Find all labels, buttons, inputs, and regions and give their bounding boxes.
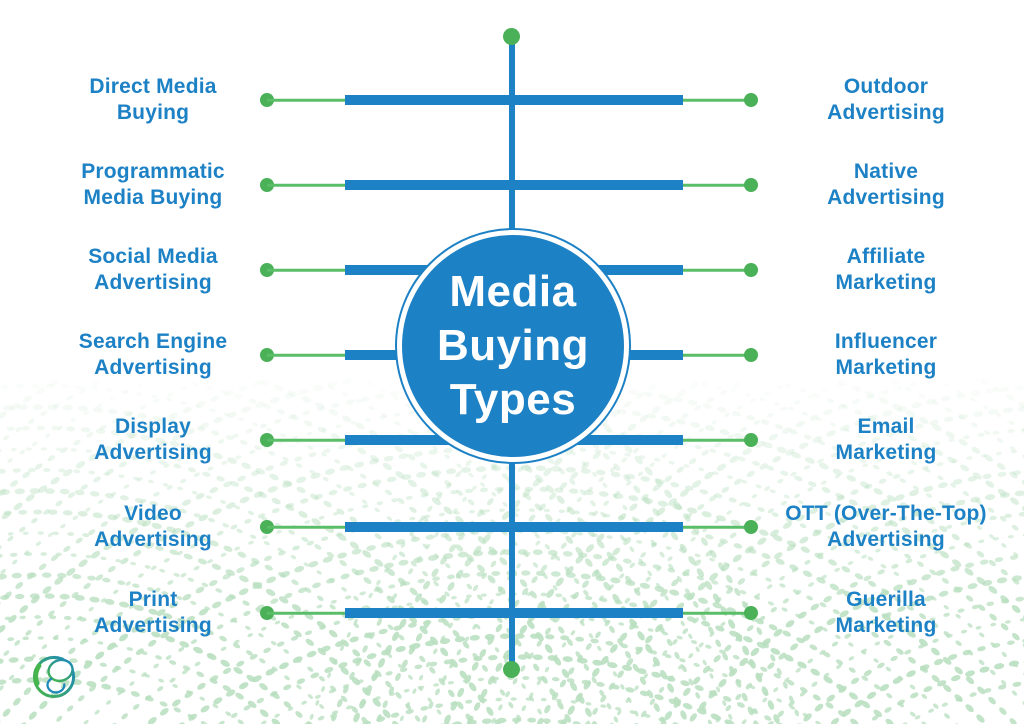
connector-line-left	[267, 353, 345, 357]
connector-line-right	[683, 98, 751, 102]
left-label: Print Advertising	[94, 588, 212, 637]
central-circle: Media Buying Types	[402, 235, 624, 457]
connector-dot-right	[744, 93, 758, 107]
left-label: Direct Media Buying	[89, 75, 217, 124]
left-label: Display Advertising	[94, 415, 212, 464]
connector-dot-right	[744, 606, 758, 620]
connector-line-left	[267, 438, 345, 442]
connector-line-right	[683, 525, 751, 529]
connector-dot-right	[744, 433, 758, 447]
right-label: Outdoor Advertising	[827, 75, 945, 124]
connector-line-right	[683, 353, 751, 357]
connector-dot-right	[744, 178, 758, 192]
diagram-title-line: Media	[449, 267, 577, 316]
connector-line-right	[683, 438, 751, 442]
connector-line-left	[267, 611, 345, 615]
right-label: Guerilla Marketing	[835, 588, 937, 637]
left-label: Programmatic Media Buying	[81, 160, 225, 209]
spine-top-dot	[503, 28, 520, 45]
connector-bar	[345, 95, 683, 105]
connector-dot-right	[744, 263, 758, 277]
connector-line-right	[683, 268, 751, 272]
right-label: Native Advertising	[827, 160, 945, 209]
connector-dot-right	[744, 348, 758, 362]
right-label: OTT (Over-The-Top) Advertising	[785, 502, 987, 551]
right-label: Email Marketing	[835, 415, 937, 464]
brand-swirl-logo-icon	[32, 655, 76, 699]
connector-line-right	[683, 611, 751, 615]
connector-bar	[345, 522, 683, 532]
connector-bar	[345, 180, 683, 190]
left-label: Search Engine Advertising	[78, 330, 228, 379]
left-label: Social Media Advertising	[88, 245, 218, 294]
connector-line-left	[267, 525, 345, 529]
connector-line-left	[267, 183, 345, 187]
connector-bar	[345, 608, 683, 618]
connector-line-right	[683, 183, 751, 187]
diagram-title-line: Buying	[436, 321, 590, 370]
connector-line-left	[267, 268, 345, 272]
right-label: Affiliate Marketing	[835, 245, 937, 294]
connector-line-left	[267, 98, 345, 102]
spine-bottom-dot	[503, 661, 520, 678]
diagram-title-line: Types	[449, 375, 577, 424]
connector-dot-right	[744, 520, 758, 534]
right-label: Influencer Marketing	[834, 330, 938, 379]
left-label: Video Advertising	[94, 502, 212, 551]
